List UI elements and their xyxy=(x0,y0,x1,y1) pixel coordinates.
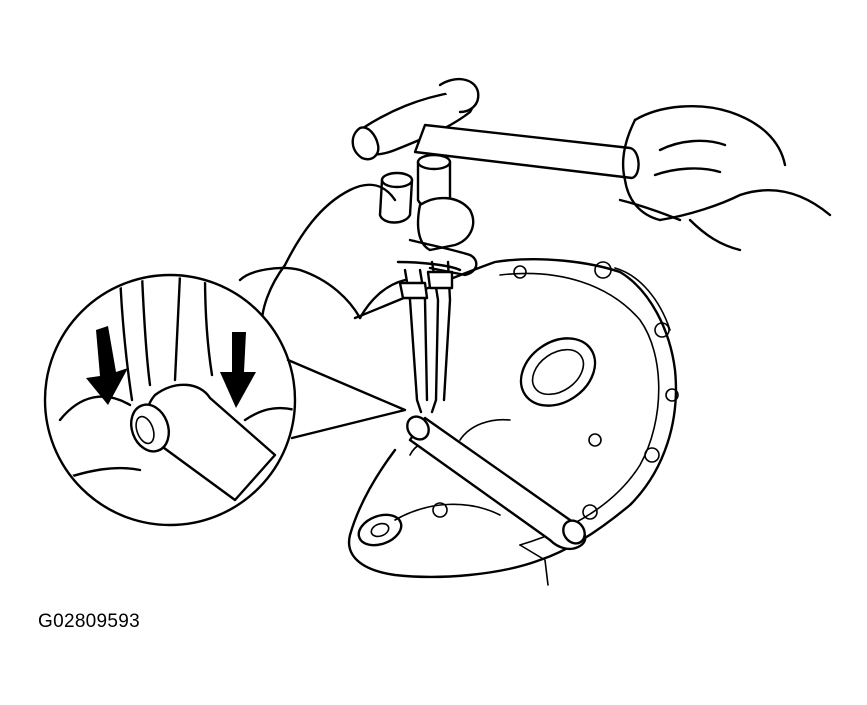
magnifier-callout-icon xyxy=(43,273,407,527)
hand-icon xyxy=(238,183,478,332)
arrow-down-icon xyxy=(220,332,256,408)
hammer-icon xyxy=(351,77,640,180)
shaft-pin xyxy=(406,415,587,551)
transmission-case xyxy=(347,258,679,586)
hand-icon xyxy=(618,104,832,252)
arrow-down-icon xyxy=(86,326,128,405)
drift-punch-icon xyxy=(378,153,454,414)
figure-id-label: G02809593 xyxy=(38,611,141,632)
